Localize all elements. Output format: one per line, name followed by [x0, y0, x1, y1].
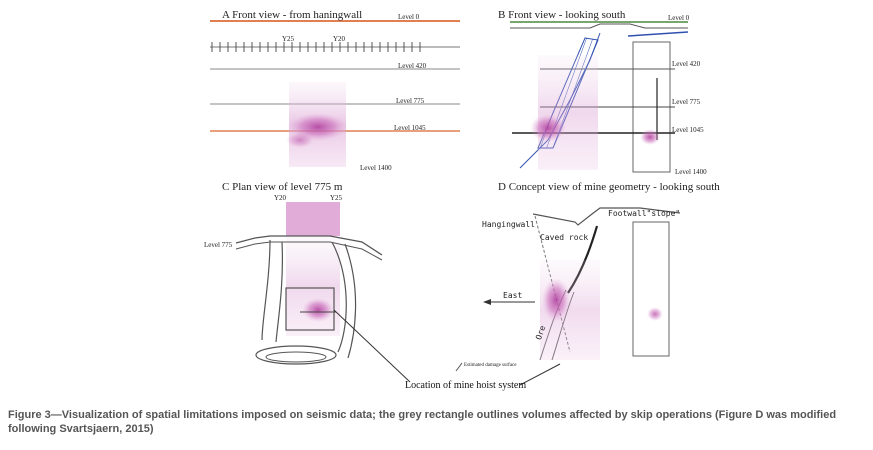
panel-b-graphics	[510, 21, 689, 173]
panel-c-y20: Y20	[274, 194, 287, 202]
panel-b-level-0: Level 0	[668, 14, 690, 22]
panel-d-caved-rock: Caved rock	[540, 233, 589, 242]
panel-c-graphics	[235, 202, 411, 383]
panel-a-graphics	[210, 20, 460, 167]
panel-b-level-1400: Level 1400	[675, 168, 707, 176]
panel-a-level-1400: Level 1400	[360, 164, 392, 172]
panel-a-y20: Y20	[333, 35, 346, 43]
panel-c-level-775: Level 775	[204, 241, 233, 249]
panel-a-level-420: Level 420	[398, 62, 427, 70]
panel-b-level-420: Level 420	[672, 60, 701, 68]
hoist-system-callout: Location of mine hoist system	[405, 380, 527, 391]
figure-graphics	[210, 20, 689, 386]
panel-b-level-775: Level 775	[672, 98, 701, 106]
panel-c-y25: Y25	[330, 194, 343, 202]
panel-a-level-775: Level 775	[396, 97, 425, 105]
figure-caption: Figure 3—Visualization of spatial limita…	[8, 409, 837, 435]
panel-d-graphics	[455, 207, 681, 386]
panel-a-y25: Y25	[282, 35, 295, 43]
panel-c-title: C Plan view of level 775 m	[222, 181, 343, 193]
panel-d-title: D Concept view of mine geometry - lookin…	[498, 181, 720, 193]
panel-d-hangingwall: Hangingwall	[482, 220, 535, 229]
panel-a-level-0: Level 0	[398, 13, 420, 21]
panel-d-footwall: Footwall"slope"	[608, 209, 681, 218]
panel-b-level-1045: Level 1045	[672, 126, 704, 134]
panel-d-east: East	[503, 291, 523, 300]
panel-b-title: B Front view - looking south	[498, 9, 626, 21]
panel-d-damage-surface: Estimated damage surface	[464, 363, 517, 368]
panel-a-level-1045: Level 1045	[394, 124, 426, 132]
panel-a-title: A Front view - from haningwall	[222, 9, 363, 21]
